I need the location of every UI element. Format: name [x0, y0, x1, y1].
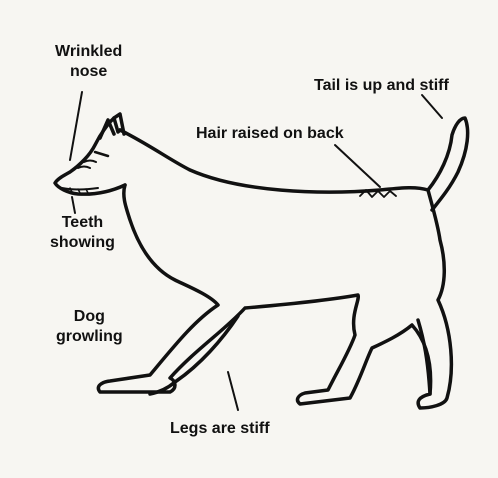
nose-wrinkle	[84, 161, 96, 163]
label-wrinkled-nose: Wrinkled nose	[55, 42, 122, 82]
leader-legs	[228, 372, 238, 410]
dog-head	[55, 118, 125, 194]
leader-teeth	[72, 197, 75, 213]
label-wrinkled-nose-line2: nose	[55, 62, 122, 82]
label-hair-text: Hair raised on back	[196, 124, 344, 144]
label-wrinkled-nose-line1: Wrinkled	[55, 42, 122, 62]
label-teeth-line2: showing	[50, 233, 115, 253]
dog-mouth	[62, 188, 98, 190]
label-dog-growling-line1: Dog	[56, 307, 123, 327]
nose-wrinkle	[78, 167, 90, 169]
label-tail: Tail is up and stiff	[314, 76, 449, 96]
dog-ear	[100, 120, 114, 138]
label-hair: Hair raised on back	[196, 124, 344, 144]
label-teeth-line1: Teeth	[50, 213, 115, 233]
label-tail-text: Tail is up and stiff	[314, 76, 449, 96]
raised-hair	[360, 190, 396, 197]
label-legs-text: Legs are stiff	[170, 419, 270, 439]
label-dog-growling: Dog growling	[56, 307, 123, 347]
leader-nose	[70, 92, 82, 160]
label-teeth: Teeth showing	[50, 213, 115, 253]
label-dog-growling-line2: growling	[56, 327, 123, 347]
dog-eye	[95, 152, 108, 156]
dog-body-outline	[98, 130, 451, 408]
label-legs: Legs are stiff	[170, 419, 270, 439]
leader-tail	[422, 95, 442, 118]
leader-hair	[335, 145, 380, 187]
dog-tail	[428, 118, 468, 210]
